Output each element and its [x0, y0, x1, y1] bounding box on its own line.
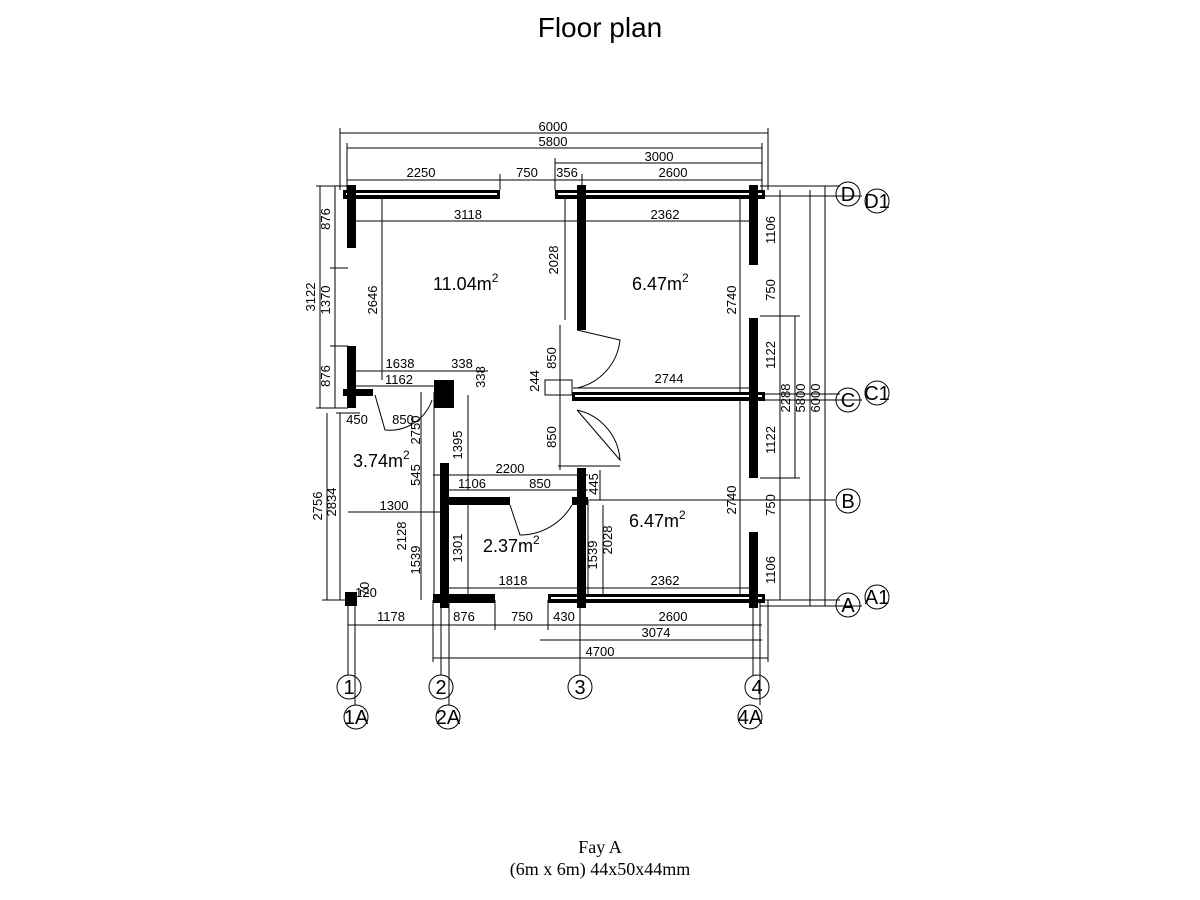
dim-450: 450 [346, 412, 368, 427]
dim-1106-r-top: 1106 [763, 216, 778, 244]
dim-top-6000: 6000 [539, 119, 568, 134]
dim-850-c: 850 [392, 412, 414, 427]
room-area-2: 6.47m2 [632, 271, 689, 294]
axis-col-4A: 4A [738, 707, 763, 729]
dim-1122-r-top: 1122 [763, 341, 778, 369]
dim-1122-r-bot: 1122 [763, 426, 778, 454]
dim-3074: 3074 [642, 625, 671, 640]
dim-2744: 2744 [655, 371, 684, 386]
dim-2028-top: 2028 [546, 246, 561, 275]
dim-2600-bot: 2600 [659, 609, 688, 624]
dimension-lines [316, 128, 862, 705]
grid-axis-markers: D D1 C C1 B A A1 1 1A 2 2A 3 4 4A [336, 181, 890, 730]
axis-col-1A: 1A [344, 707, 369, 729]
dim-244: 244 [527, 370, 542, 392]
dim-3118: 3118 [454, 207, 482, 222]
axis-col-4: 4 [751, 677, 762, 699]
dim-top-3000: 3000 [645, 149, 674, 164]
page-title: Floor plan [537, 12, 663, 43]
dim-2362-b: 2362 [651, 573, 680, 588]
caption-model: Fay A [578, 837, 622, 857]
room-area-4: 2.37m2 [483, 533, 540, 556]
axis-col-2A: 2A [436, 707, 461, 729]
dim-338-a: 338 [451, 356, 473, 371]
dim-2834: 2834 [324, 488, 339, 517]
dim-2756: 2756 [310, 492, 325, 521]
dim-top-5800: 5800 [539, 134, 568, 149]
dim-2128: 2128 [394, 522, 409, 551]
axis-row-A1: A1 [865, 587, 889, 609]
axis-row-A: A [841, 595, 855, 617]
dim-1370: 1370 [318, 286, 333, 315]
dim-750-bot: 750 [511, 609, 533, 624]
dim-top-2250: 2250 [407, 165, 436, 180]
dim-top-356: 356 [556, 165, 578, 180]
dim-1178: 1178 [377, 609, 405, 624]
dim-750-r-bot: 750 [763, 494, 778, 516]
walls [343, 185, 765, 608]
dim-1539-b: 1539 [585, 541, 600, 570]
doors [374, 329, 621, 536]
dim-70: 70 [357, 582, 372, 596]
room-area-3: 3.74m2 [353, 448, 410, 471]
room-area-labels: 11.04m2 6.47m2 3.74m2 2.37m2 6.47m2 [353, 271, 689, 556]
dim-445: 445 [586, 473, 601, 495]
axis-row-C1: C1 [864, 383, 890, 405]
dim-876-b: 876 [318, 365, 333, 387]
dim-876-bot: 876 [453, 609, 475, 624]
dim-1395: 1395 [450, 431, 465, 460]
axis-row-D: D [841, 184, 855, 206]
axis-col-1: 1 [343, 677, 354, 699]
dim-1301: 1301 [450, 534, 465, 563]
dim-1818: 1818 [499, 573, 528, 588]
dim-top-2600: 2600 [659, 165, 688, 180]
axis-col-2: 2 [435, 677, 446, 699]
dim-top-750: 750 [516, 165, 538, 180]
dim-2362-top: 2362 [651, 207, 680, 222]
dimension-labels: 6000 5800 2250 750 356 3000 2600 3118 23… [303, 119, 823, 659]
axis-row-C: C [841, 390, 855, 412]
room-area-5: 6.47m2 [629, 508, 686, 531]
axis-col-3: 3 [574, 677, 585, 699]
dim-1300: 1300 [380, 498, 409, 513]
dim-2200: 2200 [496, 461, 525, 476]
dim-2750: 2750 [408, 416, 423, 445]
caption: Fay A (6m x 6m) 44x50x44mm [0, 836, 1200, 880]
dim-5800-r: 5800 [793, 384, 808, 413]
dim-1162: 1162 [385, 372, 413, 387]
dim-2028-b: 2028 [600, 526, 615, 555]
dim-850-a: 850 [544, 347, 559, 369]
dim-2288: 2288 [778, 384, 793, 413]
dim-1539-a: 1539 [408, 546, 423, 575]
dim-120: 120 [355, 585, 377, 600]
dim-2740-top: 2740 [724, 286, 739, 315]
dim-850-b: 850 [544, 426, 559, 448]
dim-430: 430 [553, 609, 575, 624]
dim-3122: 3122 [303, 283, 318, 312]
dim-876-a: 876 [318, 208, 333, 230]
dim-850-mid: 850 [529, 476, 551, 491]
dim-1106-mid: 1106 [458, 476, 486, 491]
dim-6000-r: 6000 [808, 384, 823, 413]
dim-4700: 4700 [586, 644, 615, 659]
axis-row-D1: D1 [864, 191, 890, 213]
axis-row-B: B [841, 491, 854, 513]
dim-338-b: 338 [473, 366, 488, 388]
dim-2646: 2646 [365, 286, 380, 315]
dim-2740-b: 2740 [724, 486, 739, 515]
dim-1638: 1638 [386, 356, 415, 371]
room-area-1: 11.04m2 [433, 271, 499, 294]
caption-spec: (6m x 6m) 44x50x44mm [509, 859, 691, 879]
dim-545: 545 [408, 464, 423, 486]
dim-1106-r-bot: 1106 [763, 556, 778, 584]
dim-750-r-top: 750 [763, 279, 778, 301]
